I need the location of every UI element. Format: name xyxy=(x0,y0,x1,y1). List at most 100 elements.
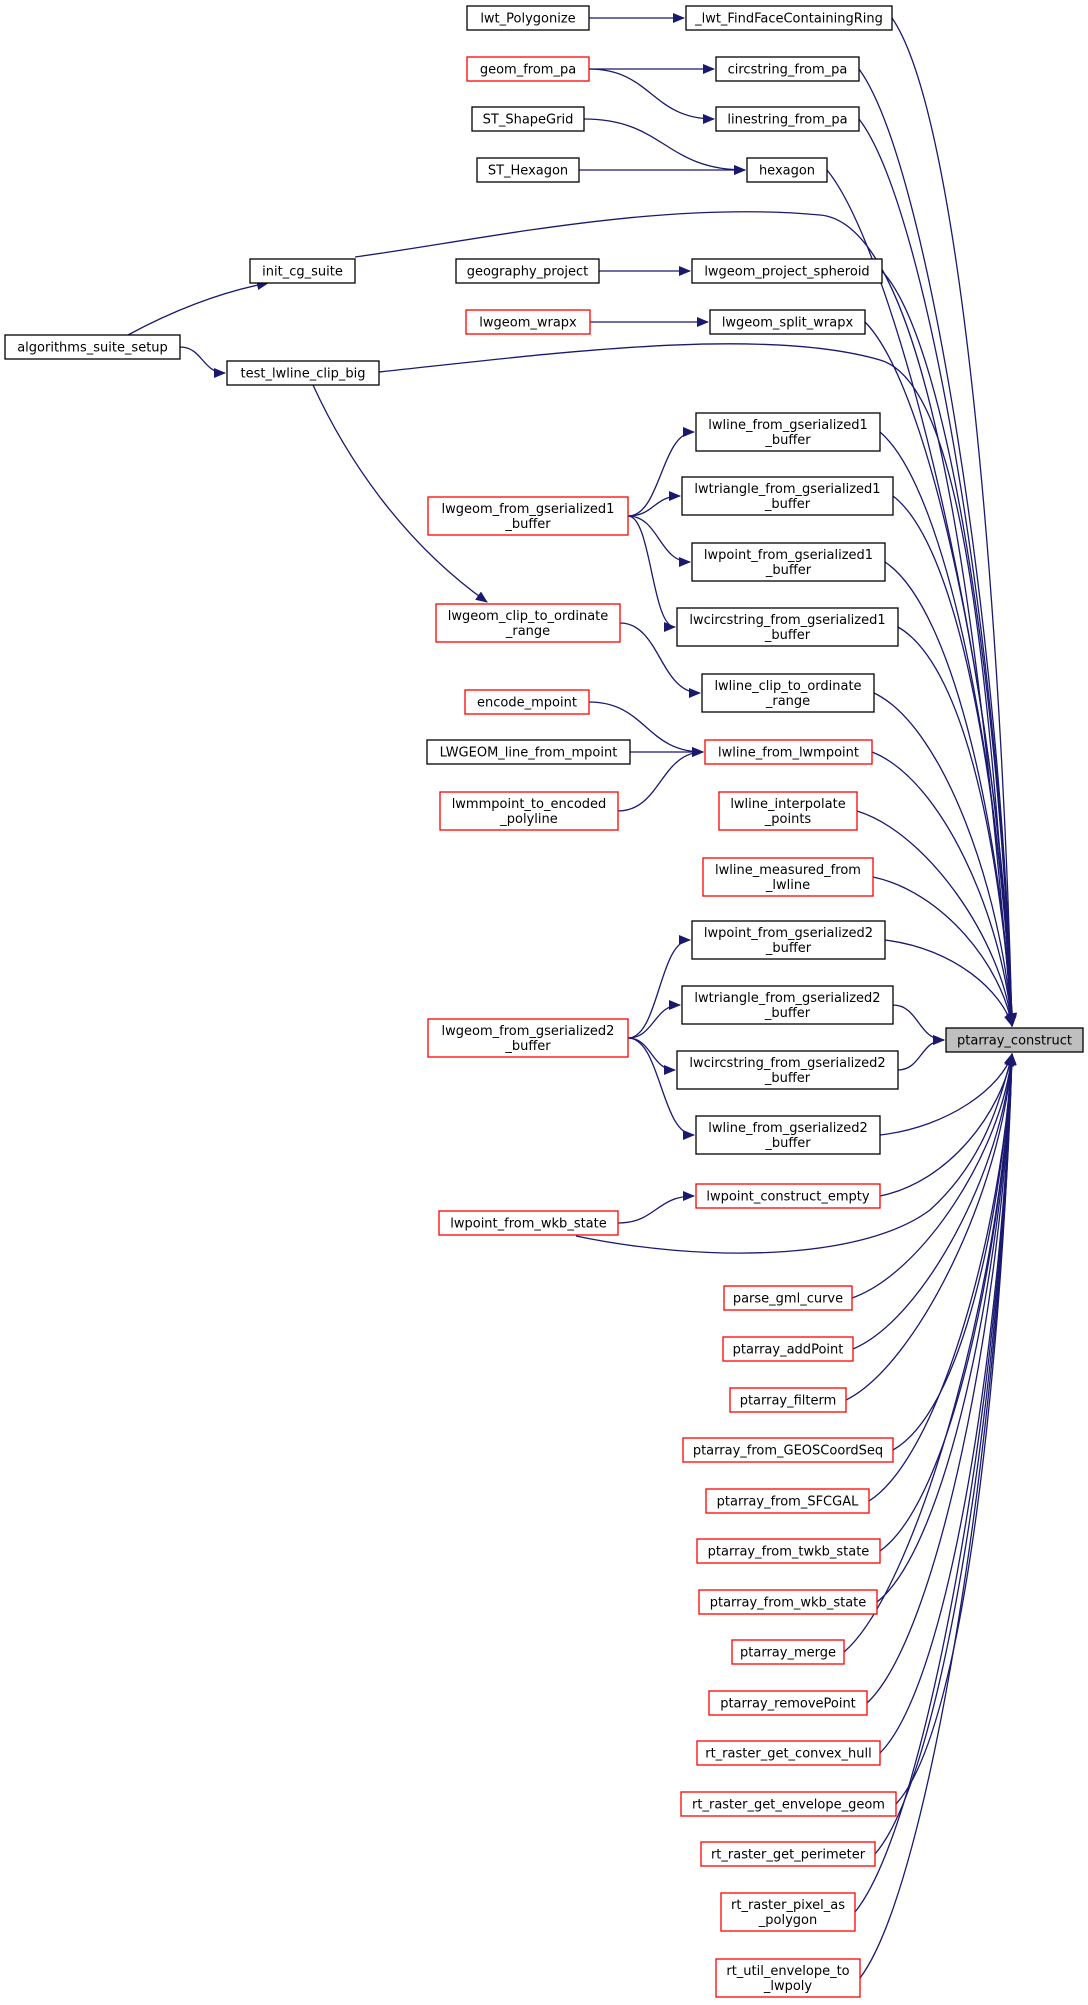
node-box xyxy=(455,258,600,284)
node-box xyxy=(698,1589,878,1615)
node-geom-from-pa[interactable]: geom_from_pa xyxy=(466,56,590,82)
node-box xyxy=(746,157,828,183)
edge-ptarray-from-wkb-state-to-ptarray-construct xyxy=(876,1053,1017,1603)
node-lwgeom-from-gserialized1-buffer[interactable]: lwgeom_from_gserialized1_buffer xyxy=(427,496,629,536)
node-ptarray-merge[interactable]: ptarray_merge xyxy=(731,1639,845,1665)
node-ptarray-addpoint[interactable]: ptarray_addPoint xyxy=(722,1336,854,1362)
edge-lwmmpoint-to-encoded-polyline-to-lwline-from-lwmpoint xyxy=(617,747,704,812)
node-lwtriangle-from-gserialized2-buffer[interactable]: lwtriangle_from_gserialized2_buffer xyxy=(681,985,894,1025)
node-st-hexagon[interactable]: ST_Hexagon xyxy=(476,157,580,183)
node-lwgeom-clip-to-ordinate-range[interactable]: lwgeom_clip_to_ordinate_range xyxy=(435,603,621,643)
node-ptarray-from-twkb-state[interactable]: ptarray_from_twkb_state xyxy=(696,1538,881,1564)
node-box xyxy=(427,496,629,536)
edge-ptarray-removepoint-to-ptarray-construct xyxy=(866,1053,1017,1704)
node-rt-raster-get-envelope-geom[interactable]: rt_raster_get_envelope_geom xyxy=(680,1791,897,1817)
edge-rt-util-envelope-to-lwpoly-to-ptarray-construct xyxy=(859,1053,1017,1979)
node-lwline-from-lwmpoint[interactable]: lwline_from_lwmpoint xyxy=(704,739,873,765)
node-lwgeom-split-wrapx[interactable]: lwgeom_split_wrapx xyxy=(709,309,866,335)
node-algorithms-suite-setup[interactable]: algorithms_suite_setup xyxy=(4,334,181,360)
node-lwt-findfacecontainingring[interactable]: _lwt_FindFaceContainingRing xyxy=(685,5,893,31)
node-linestring-from-pa[interactable]: linestring_from_pa xyxy=(715,106,860,132)
node-lwtriangle-from-gserialized1-buffer[interactable]: lwtriangle_from_gserialized1_buffer xyxy=(681,476,894,516)
node-rt-util-envelope-to-lwpoly[interactable]: rt_util_envelope_to_lwpoly xyxy=(715,1958,861,1998)
node-label: lwpoint_from_gserialized1 xyxy=(704,548,873,563)
edge-lwgeom-project-spheroid-to-ptarray-construct xyxy=(881,270,1017,1027)
node-ptarray-construct[interactable]: ptarray_construct xyxy=(945,1027,1084,1053)
node-box xyxy=(705,1488,870,1514)
node-lwline-from-gserialized1-buffer[interactable]: lwline_from_gserialized1_buffer xyxy=(695,412,881,452)
node-label: linestring_from_pa xyxy=(727,113,847,128)
node-label: rt_raster_pixel_as xyxy=(731,1898,845,1913)
node-ptarray-removepoint[interactable]: ptarray_removePoint xyxy=(708,1690,868,1716)
node-label: _buffer xyxy=(765,563,812,578)
node-lwline-from-gserialized2-buffer[interactable]: lwline_from_gserialized2_buffer xyxy=(695,1115,881,1155)
edge-lwpoint-from-wkb-state-to-ptarray-construct xyxy=(575,1054,1014,1254)
node-init-cg-suite[interactable]: init_cg_suite xyxy=(249,258,356,284)
node-circstring-from-pa[interactable]: circstring_from_pa xyxy=(715,56,860,82)
node-rt-raster-get-perimeter[interactable]: rt_raster_get_perimeter xyxy=(700,1841,876,1867)
node-label: test_lwline_clip_big xyxy=(241,367,366,382)
node-parse-gml-curve[interactable]: parse_gml_curve xyxy=(723,1285,853,1311)
node-lwline-interpolate-points[interactable]: lwline_interpolate_points xyxy=(718,791,858,831)
node-box xyxy=(426,739,631,765)
node-box xyxy=(945,1027,1084,1053)
node-label: _buffer xyxy=(764,497,811,512)
node-label: ptarray_from_wkb_state xyxy=(710,1596,867,1611)
node-lwgeom-from-gserialized2-buffer[interactable]: lwgeom_from_gserialized2_buffer xyxy=(427,1018,629,1058)
node-encode-mpoint[interactable]: encode_mpoint xyxy=(464,689,590,715)
node-rt-raster-pixel-as-polygon[interactable]: rt_raster_pixel_as_polygon xyxy=(720,1892,856,1932)
node-lwmmpoint-to-encoded-polyline[interactable]: lwmmpoint_to_encoded_polyline xyxy=(439,791,619,831)
edge-ptarray-filterm-to-ptarray-construct xyxy=(845,1053,1017,1401)
node-label: ptarray_merge xyxy=(740,1646,836,1661)
node-lwcircstring-from-gserialized2-buffer[interactable]: lwcircstring_from_gserialized2_buffer xyxy=(676,1050,899,1090)
node-lwpoint-from-wkb-state[interactable]: lwpoint_from_wkb_state xyxy=(438,1210,619,1236)
node-rt-raster-get-convex-hull[interactable]: rt_raster_get_convex_hull xyxy=(696,1740,881,1766)
node-lwpoint-construct-empty[interactable]: lwpoint_construct_empty xyxy=(695,1183,881,1209)
node-ptarray-from-sfcgal[interactable]: ptarray_from_SFCGAL xyxy=(705,1488,870,1514)
node-label: lwtriangle_from_gserialized1 xyxy=(694,482,880,497)
node-geography-project[interactable]: geography_project xyxy=(455,258,600,284)
node-box xyxy=(701,673,875,713)
node-st-shapegrid[interactable]: ST_ShapeGrid xyxy=(471,106,585,132)
edge-ptarray-from-sfcgal-to-ptarray-construct xyxy=(868,1053,1017,1502)
node-lwgeom-wrapx[interactable]: lwgeom_wrapx xyxy=(465,309,591,335)
node-lwt-polygonize[interactable]: lwt_Polygonize xyxy=(466,5,590,31)
node-label: lwgeom_from_gserialized2 xyxy=(442,1024,615,1039)
node-label: _points xyxy=(764,812,812,827)
node-lwline-measured-from-lwline[interactable]: lwline_measured_from_lwline xyxy=(702,857,874,897)
node-label: lwline_measured_from xyxy=(715,863,861,878)
edge-rt-raster-pixel-as-polygon-to-ptarray-construct xyxy=(854,1053,1017,1913)
node-label: _polygon xyxy=(758,1913,817,1928)
edge-test-lwline-clip-big-to-ptarray-construct xyxy=(378,343,1018,1025)
edge-lwcircstring-from-gserialized1-buffer-to-ptarray-construct xyxy=(897,626,1017,1027)
node-box xyxy=(465,309,591,335)
node-label: encode_mpoint xyxy=(477,696,577,711)
node-box xyxy=(439,791,619,831)
node-lwgeom-line-from-mpoint[interactable]: LWGEOM_line_from_mpoint xyxy=(426,739,631,765)
edge-test-lwline-clip-big-to-lwgeom-clip-to-ordinate-range xyxy=(312,384,488,603)
node-box xyxy=(720,1892,856,1932)
node-label: lwtriangle_from_gserialized2 xyxy=(694,991,880,1006)
node-box xyxy=(696,1538,881,1564)
node-hexagon[interactable]: hexagon xyxy=(746,157,828,183)
node-box xyxy=(702,857,874,897)
node-label: ptarray_from_twkb_state xyxy=(708,1545,870,1560)
node-test-lwline-clip-big[interactable]: test_lwline_clip_big xyxy=(226,360,380,386)
node-lwpoint-from-gserialized1-buffer[interactable]: lwpoint_from_gserialized1_buffer xyxy=(691,542,886,582)
node-lwgeom-project-spheroid[interactable]: lwgeom_project_spheroid xyxy=(691,258,883,284)
node-box xyxy=(708,1690,868,1716)
edge-lwline-measured-from-lwline-to-ptarray-construct xyxy=(872,876,1016,1027)
edges-layer xyxy=(127,13,1018,1979)
node-label: lwpoint_construct_empty xyxy=(706,1190,869,1205)
node-lwcircstring-from-gserialized1-buffer[interactable]: lwcircstring_from_gserialized1_buffer xyxy=(676,607,899,647)
node-ptarray-filterm[interactable]: ptarray_filterm xyxy=(729,1387,847,1413)
node-label: _buffer xyxy=(504,517,551,532)
node-ptarray-from-geoscoordseq[interactable]: ptarray_from_GEOSCoordSeq xyxy=(682,1437,894,1463)
node-lwpoint-from-gserialized2-buffer[interactable]: lwpoint_from_gserialized2_buffer xyxy=(691,920,886,960)
node-label: ptarray_addPoint xyxy=(733,1343,844,1358)
edge-lwline-from-lwmpoint-to-ptarray-construct xyxy=(871,751,1016,1027)
node-label: rt_raster_get_convex_hull xyxy=(705,1747,872,1762)
node-label: lwgeom_from_gserialized1 xyxy=(442,502,615,517)
node-lwline-clip-to-ordinate-range[interactable]: lwline_clip_to_ordinate_range xyxy=(701,673,875,713)
node-ptarray-from-wkb-state[interactable]: ptarray_from_wkb_state xyxy=(698,1589,878,1615)
